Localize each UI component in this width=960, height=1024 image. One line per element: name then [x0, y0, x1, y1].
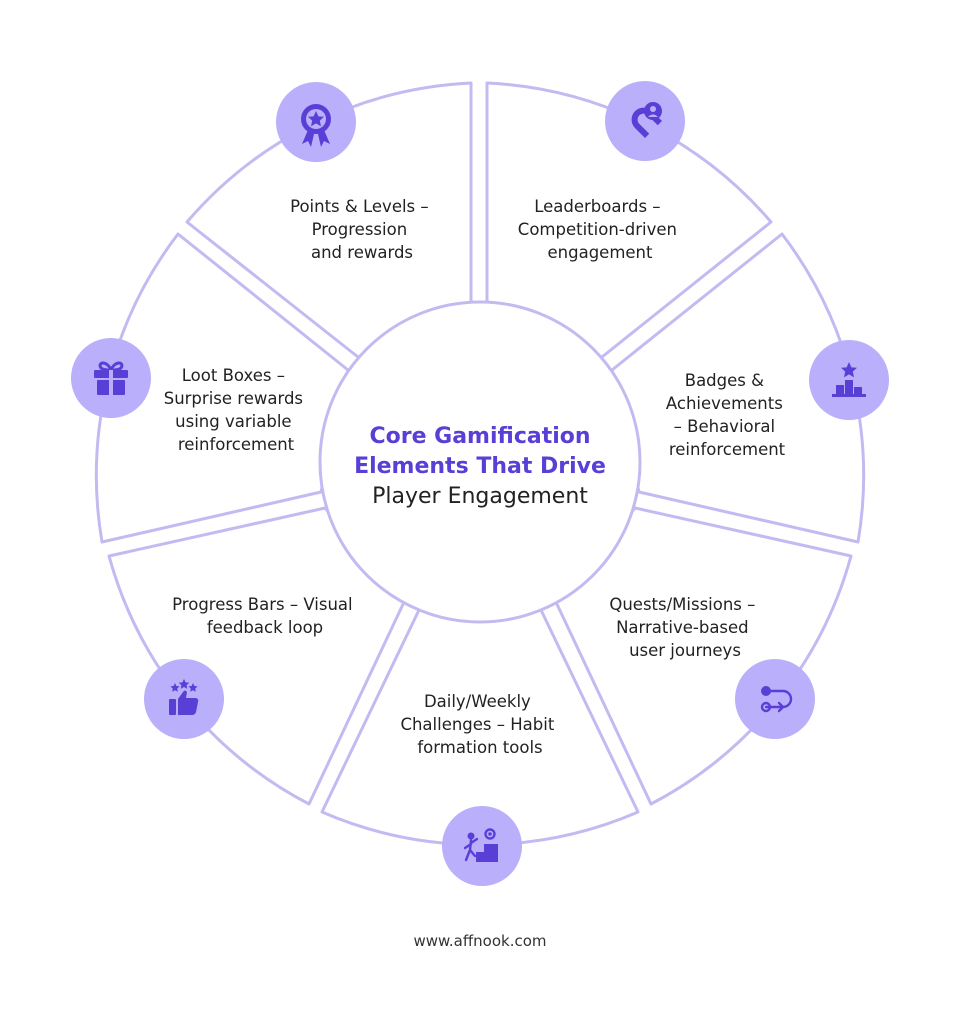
challenges-label-line: formation tools — [417, 738, 542, 757]
leaderboards-label: Leaderboards – Competition-driven engage… — [518, 197, 682, 262]
wheel-segments — [94, 81, 866, 847]
center-title-line-3: Player Engagement — [372, 484, 588, 509]
badges-label-line: reinforcement — [669, 440, 786, 459]
center-title-line-1: Core Gamification — [369, 424, 590, 449]
points-label: Points & Levels – Progression and reward… — [290, 197, 434, 262]
leaderboards-label-line: Competition-driven — [518, 220, 677, 239]
podium-star-icon — [809, 340, 889, 420]
icon-badges — [71, 81, 889, 886]
progress-label: Progress Bars – Visual feedback loop — [172, 595, 358, 637]
magnet-user-icon — [605, 81, 685, 161]
loot-label-line: Surprise rewards — [164, 389, 303, 408]
quests-label-line: user journeys — [629, 641, 741, 660]
route-path-icon — [735, 659, 815, 739]
gift-box-icon — [71, 338, 151, 418]
quests-label-line: Narrative-based — [616, 618, 749, 637]
footer-website[interactable]: www.affnook.com — [413, 932, 547, 950]
badges-label: Badges & Achievements – Behavioral reinf… — [666, 371, 788, 459]
badges-label-line: Badges & — [685, 371, 764, 390]
leaderboards-label-line: Leaderboards – — [534, 197, 660, 216]
points-label-line: Points & Levels – — [290, 197, 429, 216]
climb-goal-icon — [442, 806, 522, 886]
challenges-label-line: Challenges – Habit — [400, 715, 554, 734]
leaderboards-label-line: engagement — [548, 243, 654, 262]
center-hub — [318, 300, 642, 624]
challenges-label-line: Daily/Weekly — [424, 692, 531, 711]
quests-label: Quests/Missions – Narrative-based user j… — [609, 595, 760, 660]
loot-label: Loot Boxes – Surprise rewards using vari… — [164, 366, 309, 454]
center-title-line-2: Elements That Drive — [354, 454, 606, 479]
progress-label-line: Progress Bars – Visual — [172, 595, 352, 614]
quests-label-line: Quests/Missions – — [609, 595, 755, 614]
thumbs-up-stars-icon — [144, 659, 224, 739]
points-label-line: Progression — [312, 220, 408, 239]
loot-label-line: using variable — [175, 412, 291, 431]
challenges-label: Daily/Weekly Challenges – Habit formatio… — [400, 692, 559, 757]
loot-label-line: Loot Boxes – — [182, 366, 285, 385]
loot-label-line: reinforcement — [178, 435, 295, 454]
segment-labels: Points & Levels – Progression and reward… — [164, 197, 788, 757]
points-label-line: and rewards — [311, 243, 413, 262]
badges-label-line: Achievements — [666, 394, 783, 413]
badges-label-line: – Behavioral — [674, 417, 775, 436]
award-medal-icon — [276, 82, 356, 162]
progress-label-line: feedback loop — [207, 618, 323, 637]
center-title: Core Gamification Elements That Drive Pl… — [354, 424, 606, 509]
